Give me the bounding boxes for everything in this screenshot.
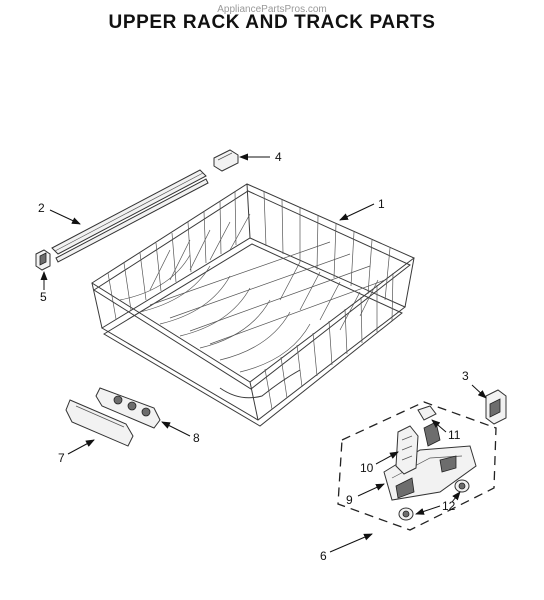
handle-cover [65, 399, 134, 447]
track-stop [35, 249, 51, 271]
callout-1-leader [339, 203, 375, 221]
callout-3-label: 3 [462, 369, 469, 383]
diagram-title: UPPER RACK AND TRACK PARTS [108, 12, 436, 33]
handle-insert [95, 387, 161, 429]
callout-2-label: 2 [38, 201, 45, 215]
callout-1-label: 1 [378, 197, 385, 211]
callout-9-label: 9 [346, 493, 353, 507]
track-end-cap [213, 149, 239, 172]
callout-8-leader [161, 421, 191, 437]
upper-rack-basket [91, 183, 415, 427]
track-rail [51, 169, 209, 263]
callout-7-leader [67, 439, 95, 455]
callout-6-label: 6 [320, 549, 327, 563]
callout-3-leader [471, 384, 487, 399]
adjuster-wheels [398, 479, 470, 521]
adjuster-latch [417, 405, 441, 447]
callout-10-leader [375, 451, 399, 465]
callout-6-leader [329, 533, 373, 553]
adjuster-arm [395, 425, 419, 475]
watermark-text: AppliancePartsPros.com [217, 4, 327, 15]
callout-11-label: 11 [448, 428, 461, 442]
callout-12-leader-b [451, 491, 461, 503]
adjuster-bracket [485, 389, 507, 425]
callout-7-label: 7 [58, 451, 65, 465]
callout-10-label: 10 [360, 461, 374, 475]
callout-8-label: 8 [193, 431, 200, 445]
callout-11-leader [431, 419, 447, 433]
callout-4-label: 4 [275, 150, 282, 164]
callout-9-leader [357, 483, 385, 497]
adjuster-kit-outline [337, 401, 497, 531]
callout-12-leader-a [415, 505, 441, 515]
callout-5-label: 5 [40, 290, 47, 304]
callout-2-leader [49, 209, 81, 225]
callout-12-label: 12 [442, 499, 456, 513]
